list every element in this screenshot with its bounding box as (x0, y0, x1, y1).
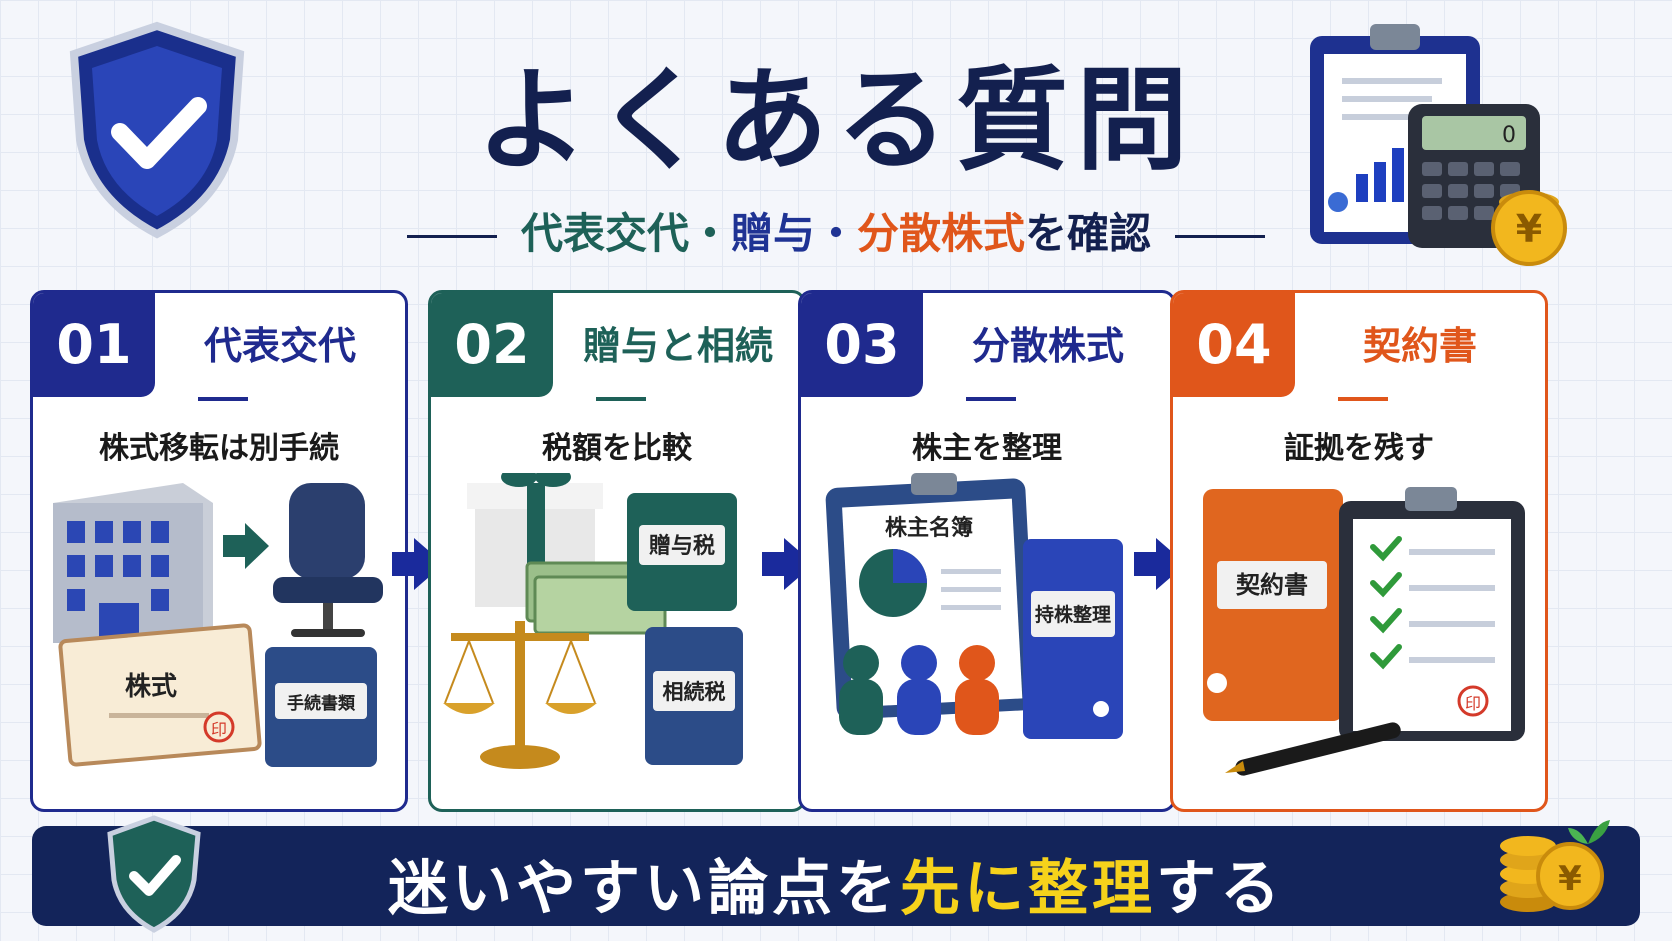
card-title: 贈与と相続 (582, 324, 773, 368)
bottom-banner: 迷いやすい論点を先に整理する ¥ (32, 815, 1640, 933)
card-number: 03 (801, 293, 923, 397)
stock-certificate: 株式 印 (58, 623, 262, 767)
card-number: 04 (1173, 293, 1295, 397)
card-2: 02 贈与と相続 税額を比較 贈与税 (428, 290, 806, 812)
svg-text:株式: 株式 (125, 672, 177, 702)
svg-text:0: 0 (1502, 123, 1516, 148)
card-4: 04 契約書 証拠を残す 契約書 印 (1170, 290, 1548, 812)
pen-icon (1225, 722, 1401, 776)
svg-text:贈与税: 贈与税 (649, 533, 715, 559)
office-chair-icon (273, 483, 383, 637)
balance-scale-icon (443, 621, 597, 769)
card-1: 01 代表交代 株式移転は別手続 株式 (30, 290, 408, 812)
shield-check-icon (107, 815, 201, 933)
binder-icon: 契約書 (1203, 489, 1343, 721)
plant-icon (1568, 820, 1610, 844)
binder-icon: 持株整理 (1023, 539, 1123, 739)
card-number: 01 (33, 293, 155, 397)
svg-text:¥: ¥ (1516, 207, 1542, 251)
card-title: 分散株式 (971, 324, 1124, 368)
page-title: よくある質問 (476, 56, 1196, 186)
card-3: 03 分散株式 株主を整理 株主名簿 持株整理 (798, 290, 1176, 812)
book-icon: 贈与税 (627, 493, 737, 611)
page-subtitle: 代表交代・贈与・分散株式を確認 (0, 200, 1672, 261)
arrow-right-icon (223, 523, 269, 569)
book-icon: 手続書類 (265, 647, 377, 767)
card-title: 契約書 (1362, 324, 1477, 368)
card-title: 代表交代 (203, 324, 356, 368)
card-subtitle: 株主を整理 (912, 431, 1062, 466)
svg-text:持株整理: 持株整理 (1035, 603, 1111, 626)
card-number: 02 (431, 293, 553, 397)
people-icon (839, 645, 999, 735)
coin-stack-icon: ¥ (1500, 820, 1610, 912)
card-subtitle: 証拠を残す (1284, 431, 1434, 466)
card-subtitle: 税額を比較 (542, 431, 692, 466)
coin-stack-icon: ¥ (1491, 190, 1567, 266)
pie-chart-icon (859, 549, 1001, 617)
bottom-message: 迷いやすい論点を先に整理する (388, 854, 1284, 924)
svg-text:¥: ¥ (1558, 859, 1582, 899)
svg-text:手続書類: 手続書類 (287, 693, 356, 714)
svg-text:契約書: 契約書 (1236, 571, 1308, 599)
svg-text:相続税: 相続税 (663, 680, 726, 704)
checklist-icon: 印 (1339, 487, 1525, 741)
book-icon: 相続税 (645, 627, 743, 765)
card-subtitle: 株式移転は別手続 (99, 431, 339, 466)
building-icon (53, 483, 213, 643)
svg-text:株主名簿: 株主名簿 (885, 515, 973, 541)
svg-text:印: 印 (1465, 694, 1481, 713)
shield-check-icon (69, 21, 245, 239)
svg-text:印: 印 (211, 720, 227, 739)
